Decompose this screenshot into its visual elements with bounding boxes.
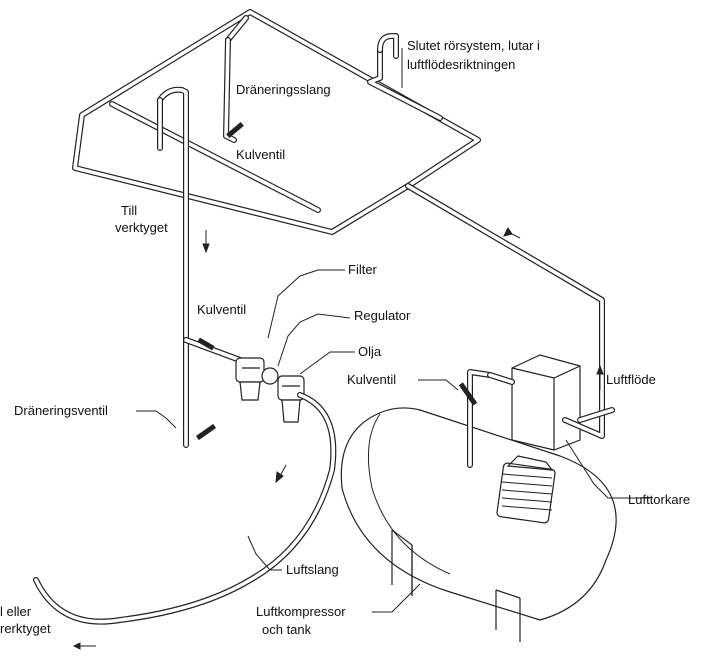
drain-valve-label: Dräneringsventil — [14, 403, 108, 418]
tank-ball-valve-handle — [458, 382, 478, 406]
flow-arrows — [72, 227, 604, 650]
compressor-tank — [340, 407, 617, 642]
drop-legs — [183, 121, 615, 468]
closed-loop-label-line1: Slutet rörsystem, lutar i — [407, 38, 540, 53]
airflow-label: Luftflöde — [606, 372, 656, 387]
air-hose — [33, 392, 337, 625]
tool-label-line2: rerktyget — [0, 621, 51, 636]
compressor-label-line2: och tank — [262, 622, 312, 637]
leader-lines — [136, 48, 650, 613]
air-hose-label: Luftslang — [286, 562, 339, 577]
drain-hose-label: Dräneringsslang — [236, 82, 331, 97]
drain-valve-handle — [195, 423, 217, 441]
closed-loop-label-line2: luftflödesriktningen — [407, 57, 516, 72]
air-dryer-box — [511, 354, 581, 451]
filter-regulator-lubricator — [235, 357, 305, 423]
tool-label-line1: l eller — [0, 604, 32, 619]
ball-valve-top-label: Kulventil — [236, 147, 286, 162]
to-tool-label-line1: Till — [121, 203, 138, 218]
to-tool-label-line2: verktyget — [115, 220, 168, 235]
compressor-label-line1: Luftkompressor — [256, 604, 346, 619]
air-dryer-label: Lufttorkare — [628, 492, 691, 507]
compressor-motor — [496, 455, 556, 524]
closed-loop-pipe — [72, 9, 605, 448]
top-ball-valve-handle — [226, 121, 244, 139]
filter-label: Filter — [348, 262, 377, 277]
mid-ball-valve-handle — [197, 337, 215, 351]
ball-valve-tank-label: Kulventil — [347, 372, 397, 387]
oil-label: Olja — [358, 344, 382, 359]
regulator-label: Regulator — [354, 308, 411, 323]
ball-valve-mid-label: Kulventil — [197, 302, 247, 317]
